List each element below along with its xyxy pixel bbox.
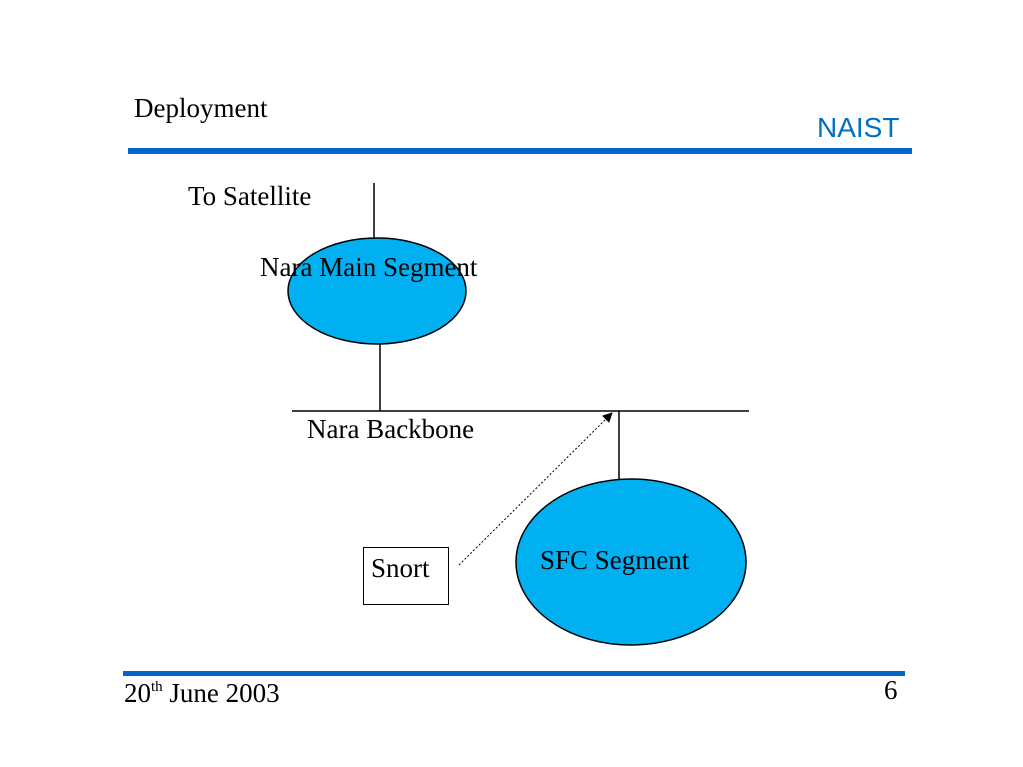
sfc-segment-label: SFC Segment <box>540 545 690 575</box>
footer-date-rest: June 2003 <box>162 678 280 708</box>
page-number: 6 <box>884 675 898 705</box>
footer-date-day: 20 <box>124 678 151 708</box>
snort-label: Snort <box>371 553 430 583</box>
footer-date-suffix: th <box>151 679 163 695</box>
header-divider <box>128 148 912 154</box>
footer-divider <box>123 671 905 676</box>
brand-label: NAIST <box>817 112 900 143</box>
nara-main-segment-label: Nara Main Segment <box>260 252 478 282</box>
nara-backbone-label: Nara Backbone <box>307 414 475 444</box>
nara-main-segment-node <box>287 237 467 345</box>
to-satellite-label: To Satellite <box>188 181 312 211</box>
footer-date: 20th June 2003 <box>124 678 280 709</box>
snort-node-box <box>363 547 449 605</box>
slide-title: Deployment <box>134 93 268 123</box>
sfc-segment-node <box>515 478 747 646</box>
